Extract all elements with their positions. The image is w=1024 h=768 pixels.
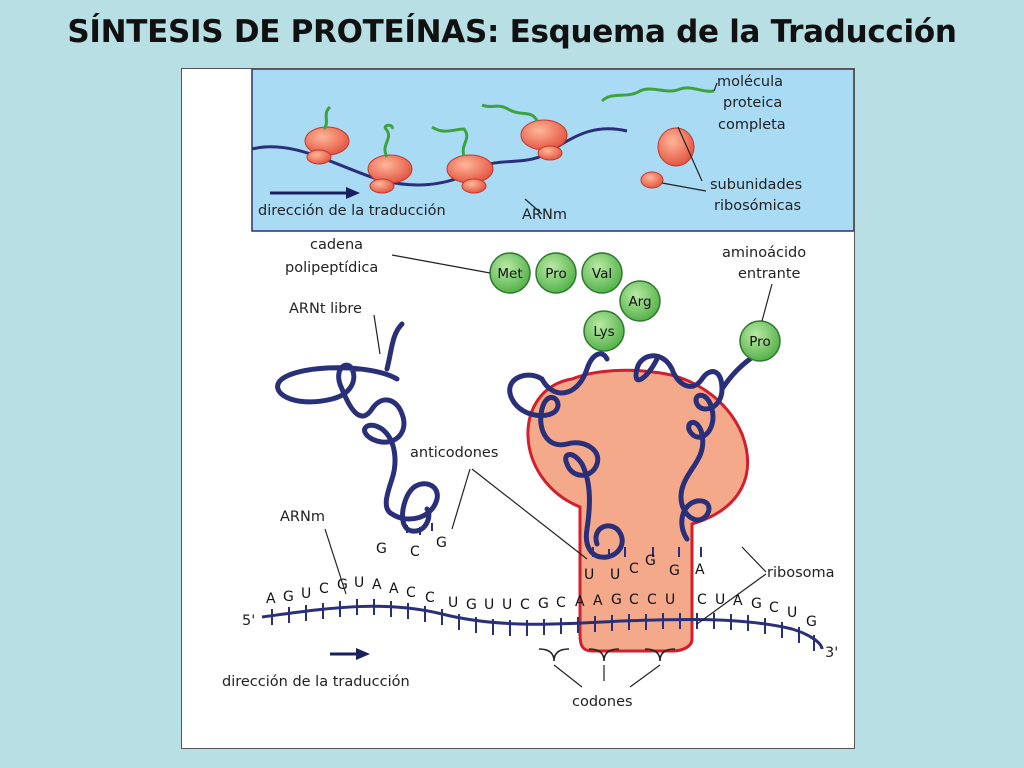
ribosome xyxy=(526,368,750,653)
svg-text:C: C xyxy=(406,585,416,601)
svg-text:U: U xyxy=(787,605,797,621)
svg-text:C: C xyxy=(425,590,435,606)
svg-text:G: G xyxy=(337,577,348,593)
polysome-ribosome-2 xyxy=(367,123,413,194)
translation-direction-arrow xyxy=(330,648,370,660)
protein-label-2: proteica xyxy=(723,95,782,111)
chain-label-1: cadena xyxy=(310,237,363,253)
svg-text:C: C xyxy=(697,592,707,608)
codons-label: codones xyxy=(572,694,633,710)
svg-text:A: A xyxy=(733,593,743,609)
free-anticodon-1: G xyxy=(376,541,387,557)
subunits-label-2: ribosómicas xyxy=(714,198,801,214)
svg-text:Lys: Lys xyxy=(593,324,614,340)
protein-label-1: molécula xyxy=(717,74,783,90)
polysome-direction-label: dirección de la traducción xyxy=(258,203,446,219)
three-prime-label: 3' xyxy=(825,645,838,661)
p-anticodon-1: U xyxy=(584,567,594,583)
svg-text:U: U xyxy=(354,575,364,591)
polysome-direction-arrow xyxy=(270,187,360,199)
svg-text:U: U xyxy=(502,597,512,613)
svg-text:U: U xyxy=(484,597,494,613)
mrna-label: ARNm xyxy=(280,509,325,525)
polysome-ribosome-3 xyxy=(431,125,494,194)
protein-label-3: completa xyxy=(718,117,786,133)
polysome-ribosome-4 xyxy=(481,103,568,161)
svg-text:C: C xyxy=(556,595,566,611)
incoming-label-2: entrante xyxy=(738,266,801,282)
translation-direction-label: dirección de la traducción xyxy=(222,674,410,690)
svg-text:A: A xyxy=(266,591,276,607)
svg-text:U: U xyxy=(665,592,675,608)
complete-protein-chain xyxy=(600,86,715,103)
svg-text:G: G xyxy=(283,589,294,605)
svg-text:C: C xyxy=(319,581,329,597)
subunits-label-1: subunidades xyxy=(710,177,802,193)
polysome-ribosome-1 xyxy=(304,105,350,165)
small-subunit xyxy=(640,171,664,189)
svg-text:C: C xyxy=(769,600,779,616)
svg-text:A: A xyxy=(372,577,382,593)
slide-title: SÍNTESIS DE PROTEÍNAS: Esquema de la Tra… xyxy=(67,14,957,50)
translation-detail: Met Pro Val Arg Lys Pro xyxy=(222,237,838,710)
free-trna xyxy=(275,321,440,534)
svg-text:C: C xyxy=(647,592,657,608)
svg-text:G: G xyxy=(538,596,549,612)
a-anticodon-2: G xyxy=(669,563,680,579)
incoming-label-1: aminoácido xyxy=(722,245,806,261)
ribosome-label: ribosoma xyxy=(767,565,835,581)
svg-text:A: A xyxy=(575,594,585,610)
amino-acid-val: Val xyxy=(581,252,623,294)
bound-trna-p-site xyxy=(507,351,625,560)
label-leader-lines xyxy=(324,254,773,625)
svg-text:Pro: Pro xyxy=(749,334,770,350)
large-subunit xyxy=(657,127,695,167)
a-anticodon-3: A xyxy=(695,562,705,578)
svg-text:U: U xyxy=(301,586,311,602)
anticodons-label: anticodones xyxy=(410,445,498,461)
polysome-panel: dirección de la traducción ARNm molécula… xyxy=(251,69,854,232)
svg-text:U: U xyxy=(715,592,725,608)
svg-text:A: A xyxy=(593,593,603,609)
amino-acid-arg: Arg xyxy=(619,280,661,322)
svg-text:C: C xyxy=(520,597,530,613)
amino-acid-pro: Pro xyxy=(535,252,577,294)
amino-acid-lys: Lys xyxy=(583,310,625,352)
incoming-amino-acid: Pro xyxy=(739,320,781,362)
svg-text:G: G xyxy=(466,597,477,613)
svg-text:Pro: Pro xyxy=(545,266,566,282)
polysome-mrna-label: ARNm xyxy=(522,207,567,223)
polypeptide-chain: Met Pro Val Arg Lys xyxy=(489,252,661,352)
svg-text:A: A xyxy=(389,581,399,597)
a-anticodon-1: G xyxy=(645,553,656,569)
p-anticodon-2: U xyxy=(610,567,620,583)
svg-text:Met: Met xyxy=(497,266,522,282)
translation-diagram: dirección de la traducción ARNm molécula… xyxy=(222,69,854,710)
free-anticodon-3: G xyxy=(436,535,447,551)
codon-leader-lines xyxy=(553,664,661,688)
mrna-bases: A G U C G U A A C C U G U U C G C A A G … xyxy=(266,575,817,630)
p-anticodon-3: C xyxy=(629,561,639,577)
mrna-ticks xyxy=(271,599,815,651)
svg-text:U: U xyxy=(448,595,458,611)
svg-text:G: G xyxy=(751,596,762,612)
free-trna-label: ARNt libre xyxy=(289,301,362,317)
svg-text:Arg: Arg xyxy=(628,294,651,310)
svg-text:Val: Val xyxy=(592,266,612,282)
diagram-panel: dirección de la traducción ARNm molécula… xyxy=(181,68,855,749)
svg-text:C: C xyxy=(629,592,639,608)
amino-acid-met: Met xyxy=(489,252,531,294)
five-prime-label: 5' xyxy=(242,613,255,629)
chain-label-2: polipeptídica xyxy=(285,260,378,276)
free-anticodon-2: C xyxy=(410,544,420,560)
codon-braces xyxy=(538,648,676,662)
svg-text:G: G xyxy=(806,614,817,630)
mrna-strand xyxy=(261,604,824,650)
svg-text:G: G xyxy=(611,592,622,608)
